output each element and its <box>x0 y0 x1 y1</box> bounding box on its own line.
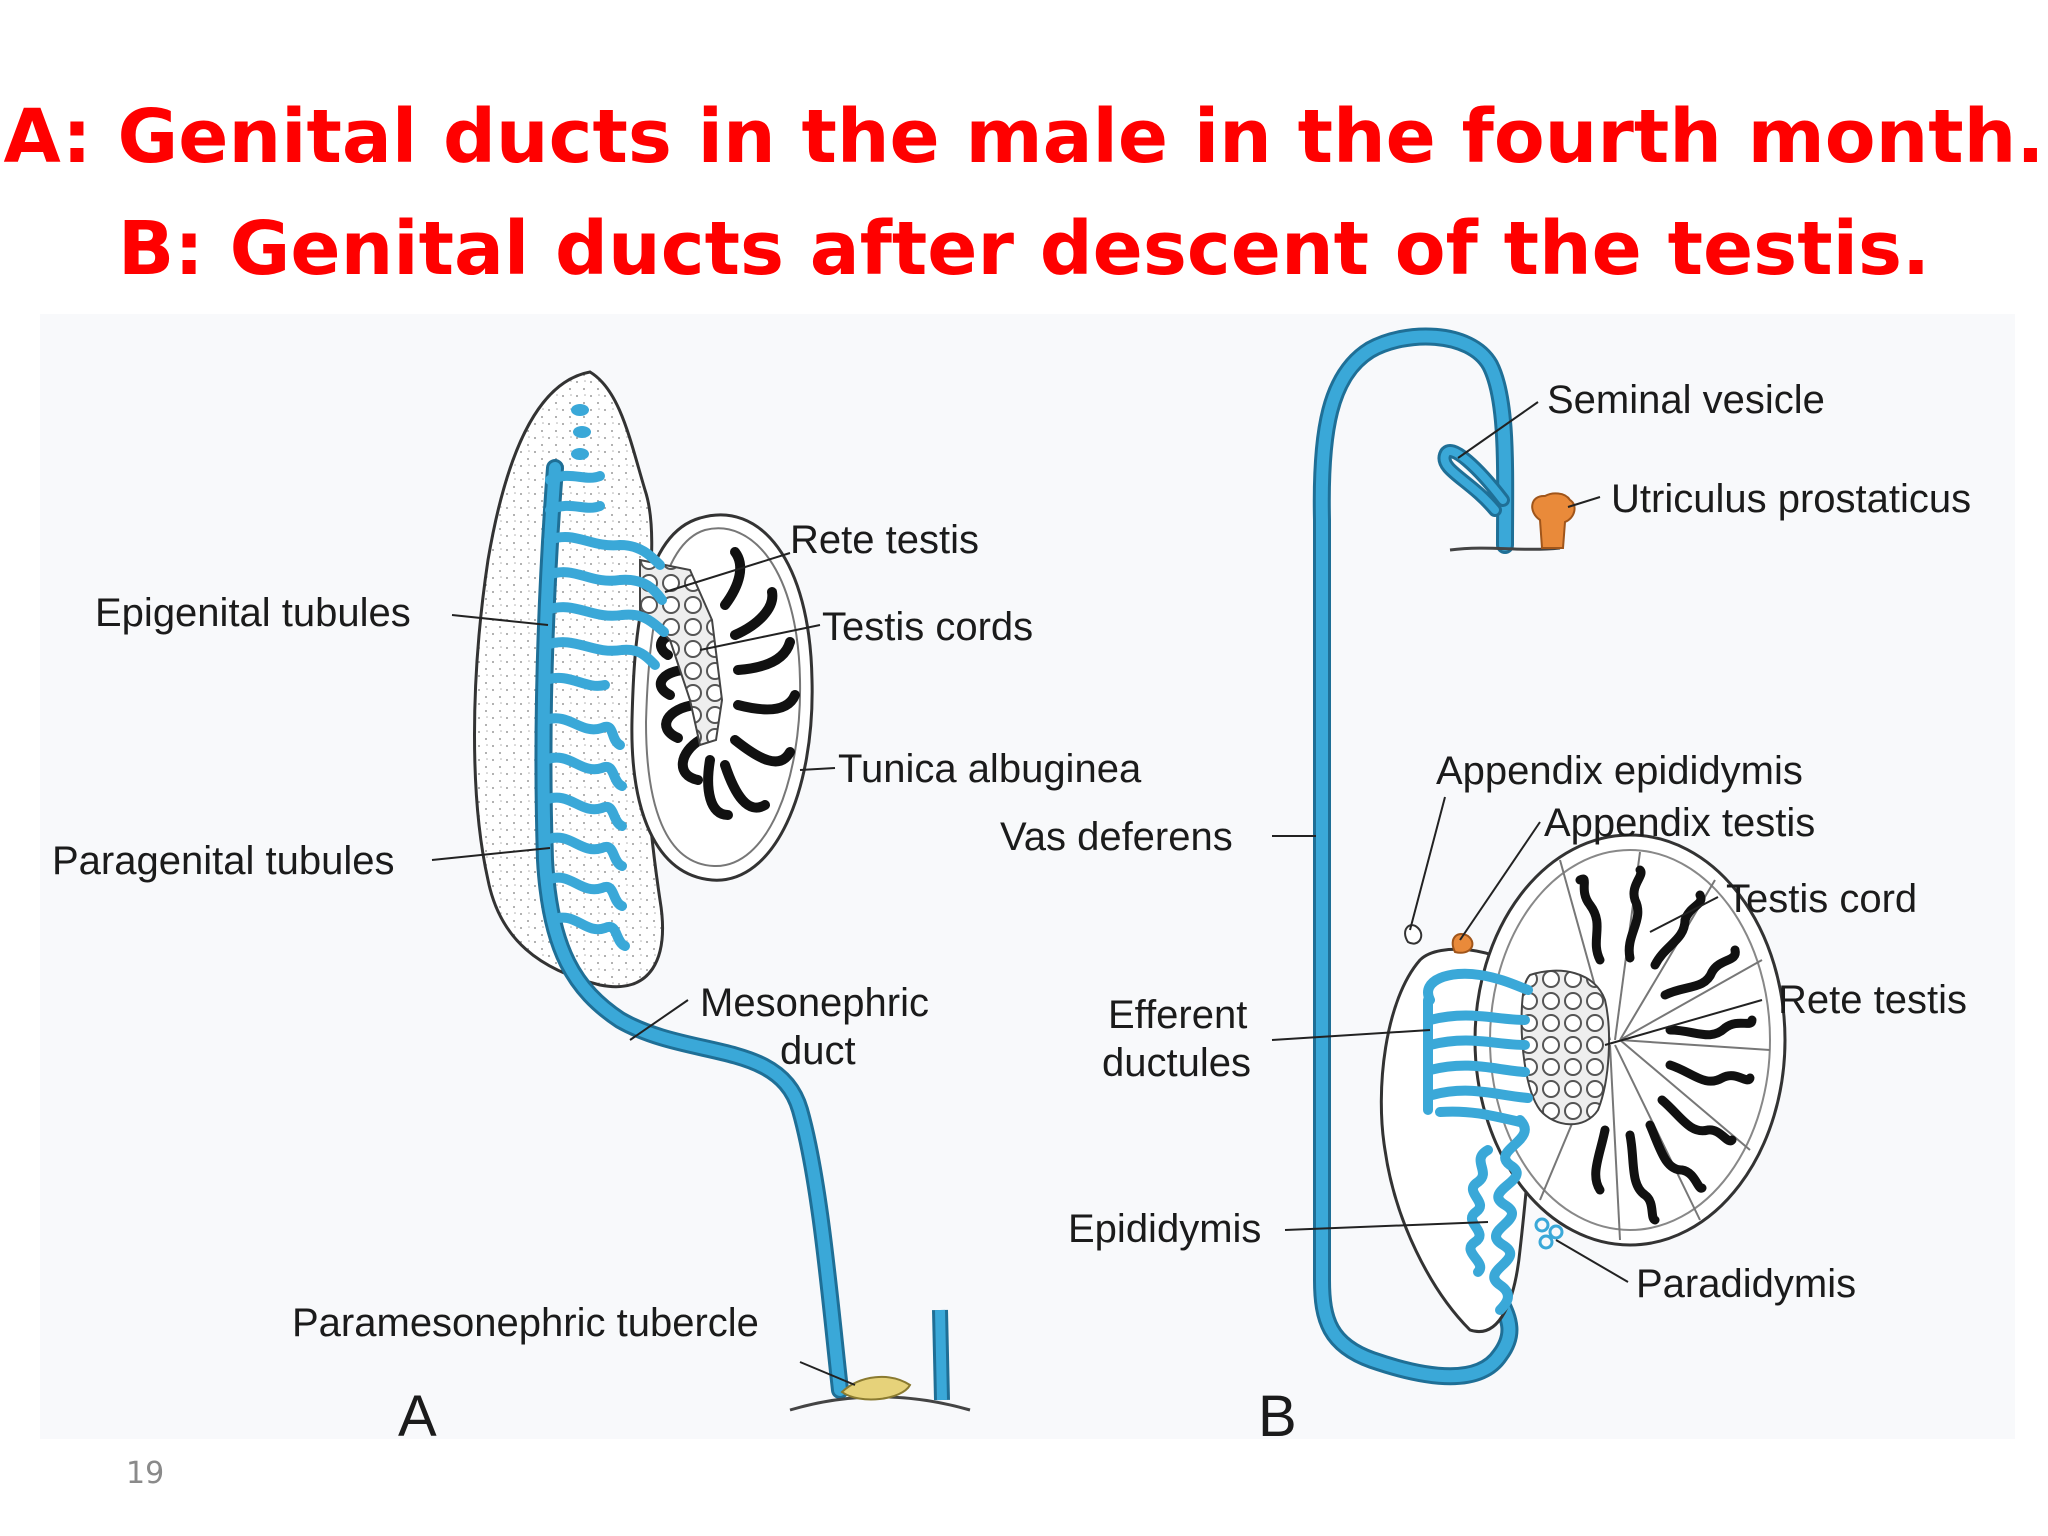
label-mesonephric-duct-line2: duct <box>780 1029 856 1073</box>
label-paramesonephric-tubercle: Paramesonephric tubercle <box>292 1301 759 1345</box>
label-efferent-ductules-line2: ductules <box>1102 1041 1251 1085</box>
appendix-testis-shape <box>1451 933 1474 954</box>
panel-b <box>1312 327 1787 1386</box>
label-paragenital-tubules: Paragenital tubules <box>52 839 394 883</box>
label-seminal-vesicle: Seminal vesicle <box>1547 378 1825 422</box>
label-appendix-epididymis: Appendix epididymis <box>1436 749 1803 793</box>
label-mesonephric-duct-line1: Mesonephric <box>700 981 929 1025</box>
utriculus-prostaticus-shape <box>1531 492 1576 549</box>
panel-letter-a: A <box>398 1384 437 1449</box>
tunica-albuginea-a <box>644 527 802 868</box>
testis-cords-b <box>1575 865 1757 1225</box>
epididymis-coils-b <box>1465 1115 1530 1315</box>
cranial-buds-a <box>571 404 591 460</box>
mesonephric-tubules-a <box>540 470 669 951</box>
paramesonephric-tubercle-shape <box>840 1375 912 1401</box>
slide-title-line-b: B: Genital ducts after descent of the te… <box>117 206 1931 292</box>
page-number: 19 <box>126 1456 165 1491</box>
panel-a <box>473 370 971 1412</box>
efferent-ductules-b <box>1423 968 1533 1127</box>
label-rete-testis-a: Rete testis <box>790 518 979 562</box>
paradidymis-shape <box>1534 1217 1564 1250</box>
seminal-vesicle-shape <box>1437 444 1510 517</box>
leader-lines-b <box>1271 401 1763 1283</box>
label-epididymis: Epididymis <box>1068 1207 1261 1251</box>
label-efferent-ductules-line1: Efferent <box>1108 993 1247 1037</box>
slide-title-line-a: A: Genital ducts in the male in the four… <box>3 94 2045 180</box>
label-tunica-albuginea: Tunica albuginea <box>838 747 1142 791</box>
label-vas-deferens: Vas deferens <box>1000 815 1233 859</box>
label-testis-cords: Testis cords <box>822 605 1033 649</box>
rete-testis-b <box>1520 969 1611 1126</box>
label-utriculus-prostaticus: Utriculus prostaticus <box>1611 477 1971 521</box>
label-appendix-testis: Appendix testis <box>1544 801 1815 845</box>
label-epigenital-tubules: Epigenital tubules <box>95 591 411 635</box>
appendix-epididymis-shape <box>1404 924 1423 945</box>
label-testis-cord: Testis cord <box>1726 877 1917 921</box>
leader-lines-a <box>431 552 856 1386</box>
panel-letter-b: B <box>1258 1384 1297 1449</box>
label-rete-testis-b: Rete testis <box>1778 978 1967 1022</box>
label-paradidymis: Paradidymis <box>1636 1262 1856 1306</box>
